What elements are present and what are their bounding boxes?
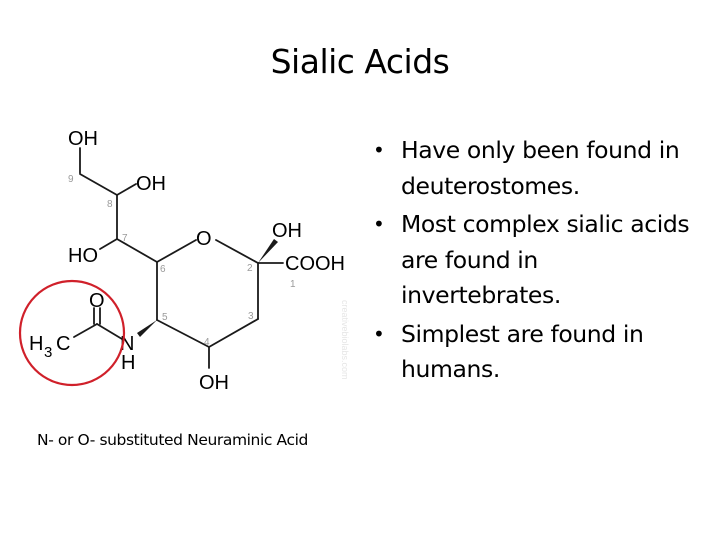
carbon-number-7: 7 xyxy=(122,233,128,244)
label-cooh: COOH xyxy=(285,253,345,275)
label-nh-h: H xyxy=(121,352,135,374)
slide-title: Sialic Acids xyxy=(270,42,450,81)
label-oh-c9: OH xyxy=(68,128,98,150)
bullet-text: Simplest are found in humans. xyxy=(401,319,644,384)
carbon-number-8: 8 xyxy=(107,199,113,210)
label-ho-c7: HO xyxy=(68,245,98,267)
bullet-icon: • xyxy=(373,321,385,346)
acetyl-highlight-circle xyxy=(18,279,126,387)
bond-c3-c4 xyxy=(208,318,259,348)
label-carbonyl-o: O xyxy=(89,290,105,312)
label-methyl-subscript: 3 xyxy=(44,344,52,361)
label-oh-c8: OH xyxy=(136,173,166,195)
figure-caption: N- or O- substituted Neuraminic Acid xyxy=(37,431,308,449)
bond-o-c2 xyxy=(215,239,259,264)
label-methyl-h: H xyxy=(29,333,43,355)
label-methyl-c: C xyxy=(56,333,70,355)
bullet-icon: • xyxy=(373,212,385,236)
carbon-number-5: 5 xyxy=(162,312,168,323)
label-ring-o: O xyxy=(196,228,212,250)
label-oh-c4: OH xyxy=(199,372,229,394)
carbon-number-3: 3 xyxy=(248,311,254,322)
bond-c7-ho xyxy=(99,238,118,250)
structure-diagram: OH OH HO O OH COOH OH N H O H 3 C 1 2 3 … xyxy=(18,128,350,394)
bond-carbonyl-methyl xyxy=(73,323,98,338)
bond-c7-c6 xyxy=(116,238,158,263)
bond-c4-c5 xyxy=(156,319,210,348)
bond-n-carbonyl xyxy=(96,323,123,340)
bullet-text: Most complex sialic acids are found in i… xyxy=(401,210,690,309)
bullet-item: • Most complex sialic acids are found in… xyxy=(370,207,700,314)
bullet-item: • Have only been found in deuterostomes. xyxy=(370,133,700,204)
carbon-number-2: 2 xyxy=(247,263,253,274)
carbon-number-9: 9 xyxy=(68,174,74,185)
bullet-list: • Have only been found in deuterostomes.… xyxy=(370,133,700,391)
bullet-text: Have only been found in deuterostomes. xyxy=(401,136,680,200)
wedge-c2-oh xyxy=(258,239,278,263)
bond-c6-o xyxy=(156,239,197,263)
bond-c8-oh xyxy=(116,183,137,196)
bond-c9-c8 xyxy=(79,173,118,196)
bullet-icon: • xyxy=(373,138,385,162)
carbon-number-1: 1 xyxy=(290,279,296,290)
carbon-number-6: 6 xyxy=(160,264,166,275)
watermark: creativebiolabs.com xyxy=(340,300,350,380)
carbon-number-4: 4 xyxy=(204,337,210,348)
label-oh-c2: OH xyxy=(272,220,302,242)
wedge-c5-n xyxy=(137,320,157,337)
neuraminic-acid-structure: OH OH HO O OH COOH OH N H O H 3 C 1 2 3 … xyxy=(0,110,360,410)
bullet-item: • Simplest are found in humans. xyxy=(370,317,700,388)
